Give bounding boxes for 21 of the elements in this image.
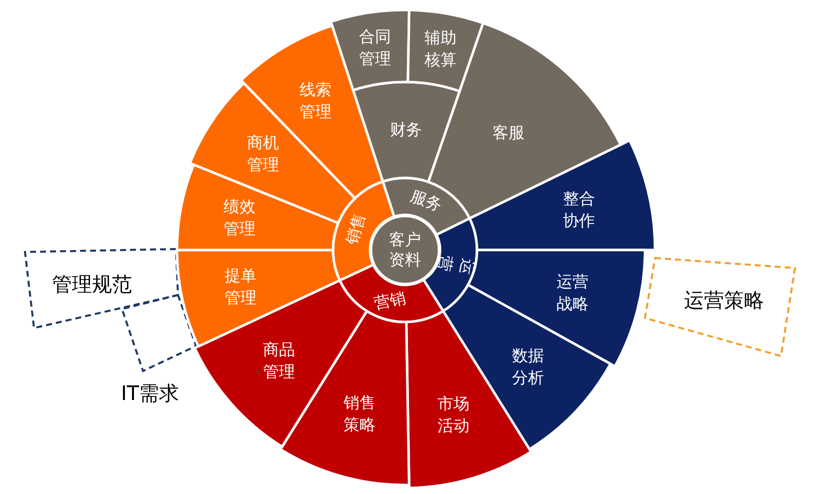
segment-label: 市场活动	[438, 392, 470, 437]
segment-label: 销售策略	[344, 392, 376, 436]
callout-label: IT需求	[120, 381, 180, 405]
segment-label: 合同管理	[358, 26, 391, 70]
segment-label: 数据分析	[512, 344, 544, 389]
segment-label: 线索管理	[300, 79, 332, 124]
callout-label: 运营策略	[684, 288, 764, 312]
segment-label: 绩效管理	[223, 196, 256, 240]
segment-label: 整合协作	[563, 188, 596, 232]
segment-label: 辅助核算	[424, 27, 456, 72]
segment-label: 商机管理	[247, 132, 280, 176]
segment-label: 客服	[492, 122, 524, 144]
segment-label: 运营战略	[556, 271, 588, 316]
segment-label: 服务	[407, 184, 445, 217]
segment-label: 营销	[372, 287, 408, 316]
center-label: 客户资料	[389, 230, 421, 270]
callout-label: 管理规范	[52, 272, 132, 296]
segment-label: 财务	[390, 119, 422, 141]
segment-label: 提单管理	[224, 264, 256, 309]
segment-label: 销售	[341, 210, 370, 247]
segment-label: 商品管理	[263, 339, 296, 384]
